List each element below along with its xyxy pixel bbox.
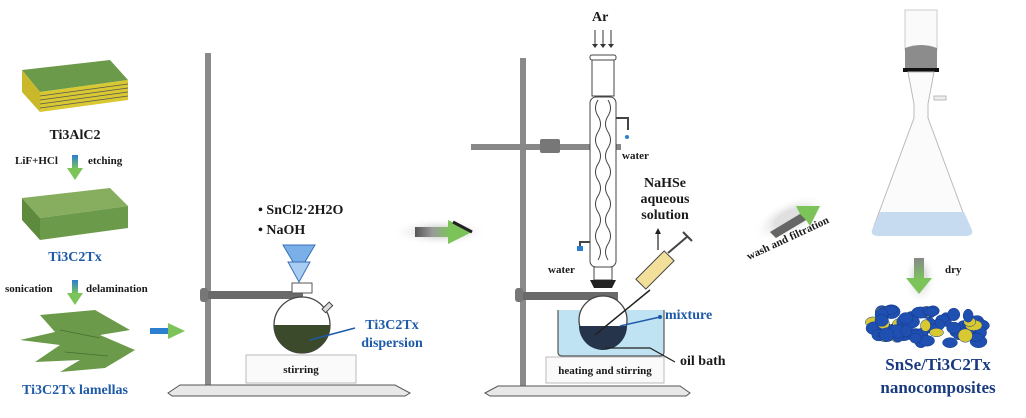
stirring-plate	[245, 354, 357, 384]
dry-arrow	[904, 252, 936, 304]
nahse-label-3: solution	[641, 208, 689, 223]
snse-nanocomposite-particles	[865, 304, 990, 349]
reagent-naoh: • NaOH	[258, 223, 306, 238]
reagent-snCl2: • SnCl2·2H2O	[258, 203, 344, 218]
etching-arrow	[67, 155, 83, 180]
reflux-condenser	[577, 54, 629, 288]
particle	[957, 328, 973, 343]
heating-stirring-label: heating and stirring	[558, 365, 652, 377]
ring-stand-1	[167, 53, 412, 397]
argon-label: Ar	[592, 10, 609, 25]
buchner-filtration-flask	[871, 9, 973, 236]
ti3c2tx-block	[22, 188, 128, 240]
ti3alc2-layered-block	[22, 60, 129, 112]
water-inlet-label: water	[548, 264, 575, 276]
dispersion-label-2: dispersion	[361, 336, 423, 351]
particle	[962, 308, 974, 323]
particle	[879, 327, 895, 342]
reagent-naoh-text: NaOH	[266, 223, 306, 238]
mixture-label: mixture	[665, 308, 713, 323]
ti3alc2-label: Ti3AlC2	[49, 128, 101, 143]
particle	[874, 314, 889, 327]
particle	[920, 319, 931, 332]
product-label-2: nanocomposites	[880, 378, 996, 397]
round-bottom-flask-1	[273, 282, 356, 354]
product-label-1: SnSe/Ti3C2Tx	[885, 355, 991, 374]
transfer-arrow-2	[392, 218, 488, 246]
particle	[946, 321, 962, 335]
round-bottom-flask-2	[578, 295, 676, 363]
wash-filtration-arrow	[752, 194, 828, 242]
sonication-label: sonication	[5, 283, 53, 295]
dispersion-label-1: Ti3C2Tx	[365, 318, 419, 333]
particle	[947, 307, 961, 322]
transfer-arrow-1	[150, 323, 185, 339]
lamellas-label: Ti3C2Tx lamellas	[22, 383, 128, 398]
delamination-arrow	[67, 280, 83, 305]
particle	[929, 327, 944, 338]
heating-stirring-plate	[545, 356, 665, 384]
argon-inlet-arrows	[592, 30, 614, 48]
nahse-label-2: aqueous	[640, 192, 690, 207]
ti3c2tx-lamellas	[20, 310, 135, 372]
ti3c2tx-label: Ti3C2Tx	[48, 250, 102, 265]
particle	[942, 337, 958, 348]
syringe	[594, 228, 693, 336]
particle	[898, 312, 914, 325]
stirring-label: stirring	[283, 364, 319, 376]
particle	[900, 324, 912, 338]
nahse-label-1: NaHSe	[644, 176, 686, 191]
reagent-funnel-arrow	[282, 244, 316, 284]
etching-reagent-label: LiF+HCl	[15, 155, 58, 167]
reagent-snCl2-text: SnCl2·2H2O	[266, 203, 344, 218]
particle	[909, 332, 922, 344]
water-outlet-label: water	[622, 150, 649, 162]
particle	[924, 307, 939, 317]
delamination-label: delamination	[86, 283, 148, 295]
dry-label: dry	[945, 264, 962, 276]
oil-bath-label: oil bath	[680, 354, 726, 369]
etching-label: etching	[88, 155, 123, 167]
ring-stand-2	[471, 58, 691, 397]
